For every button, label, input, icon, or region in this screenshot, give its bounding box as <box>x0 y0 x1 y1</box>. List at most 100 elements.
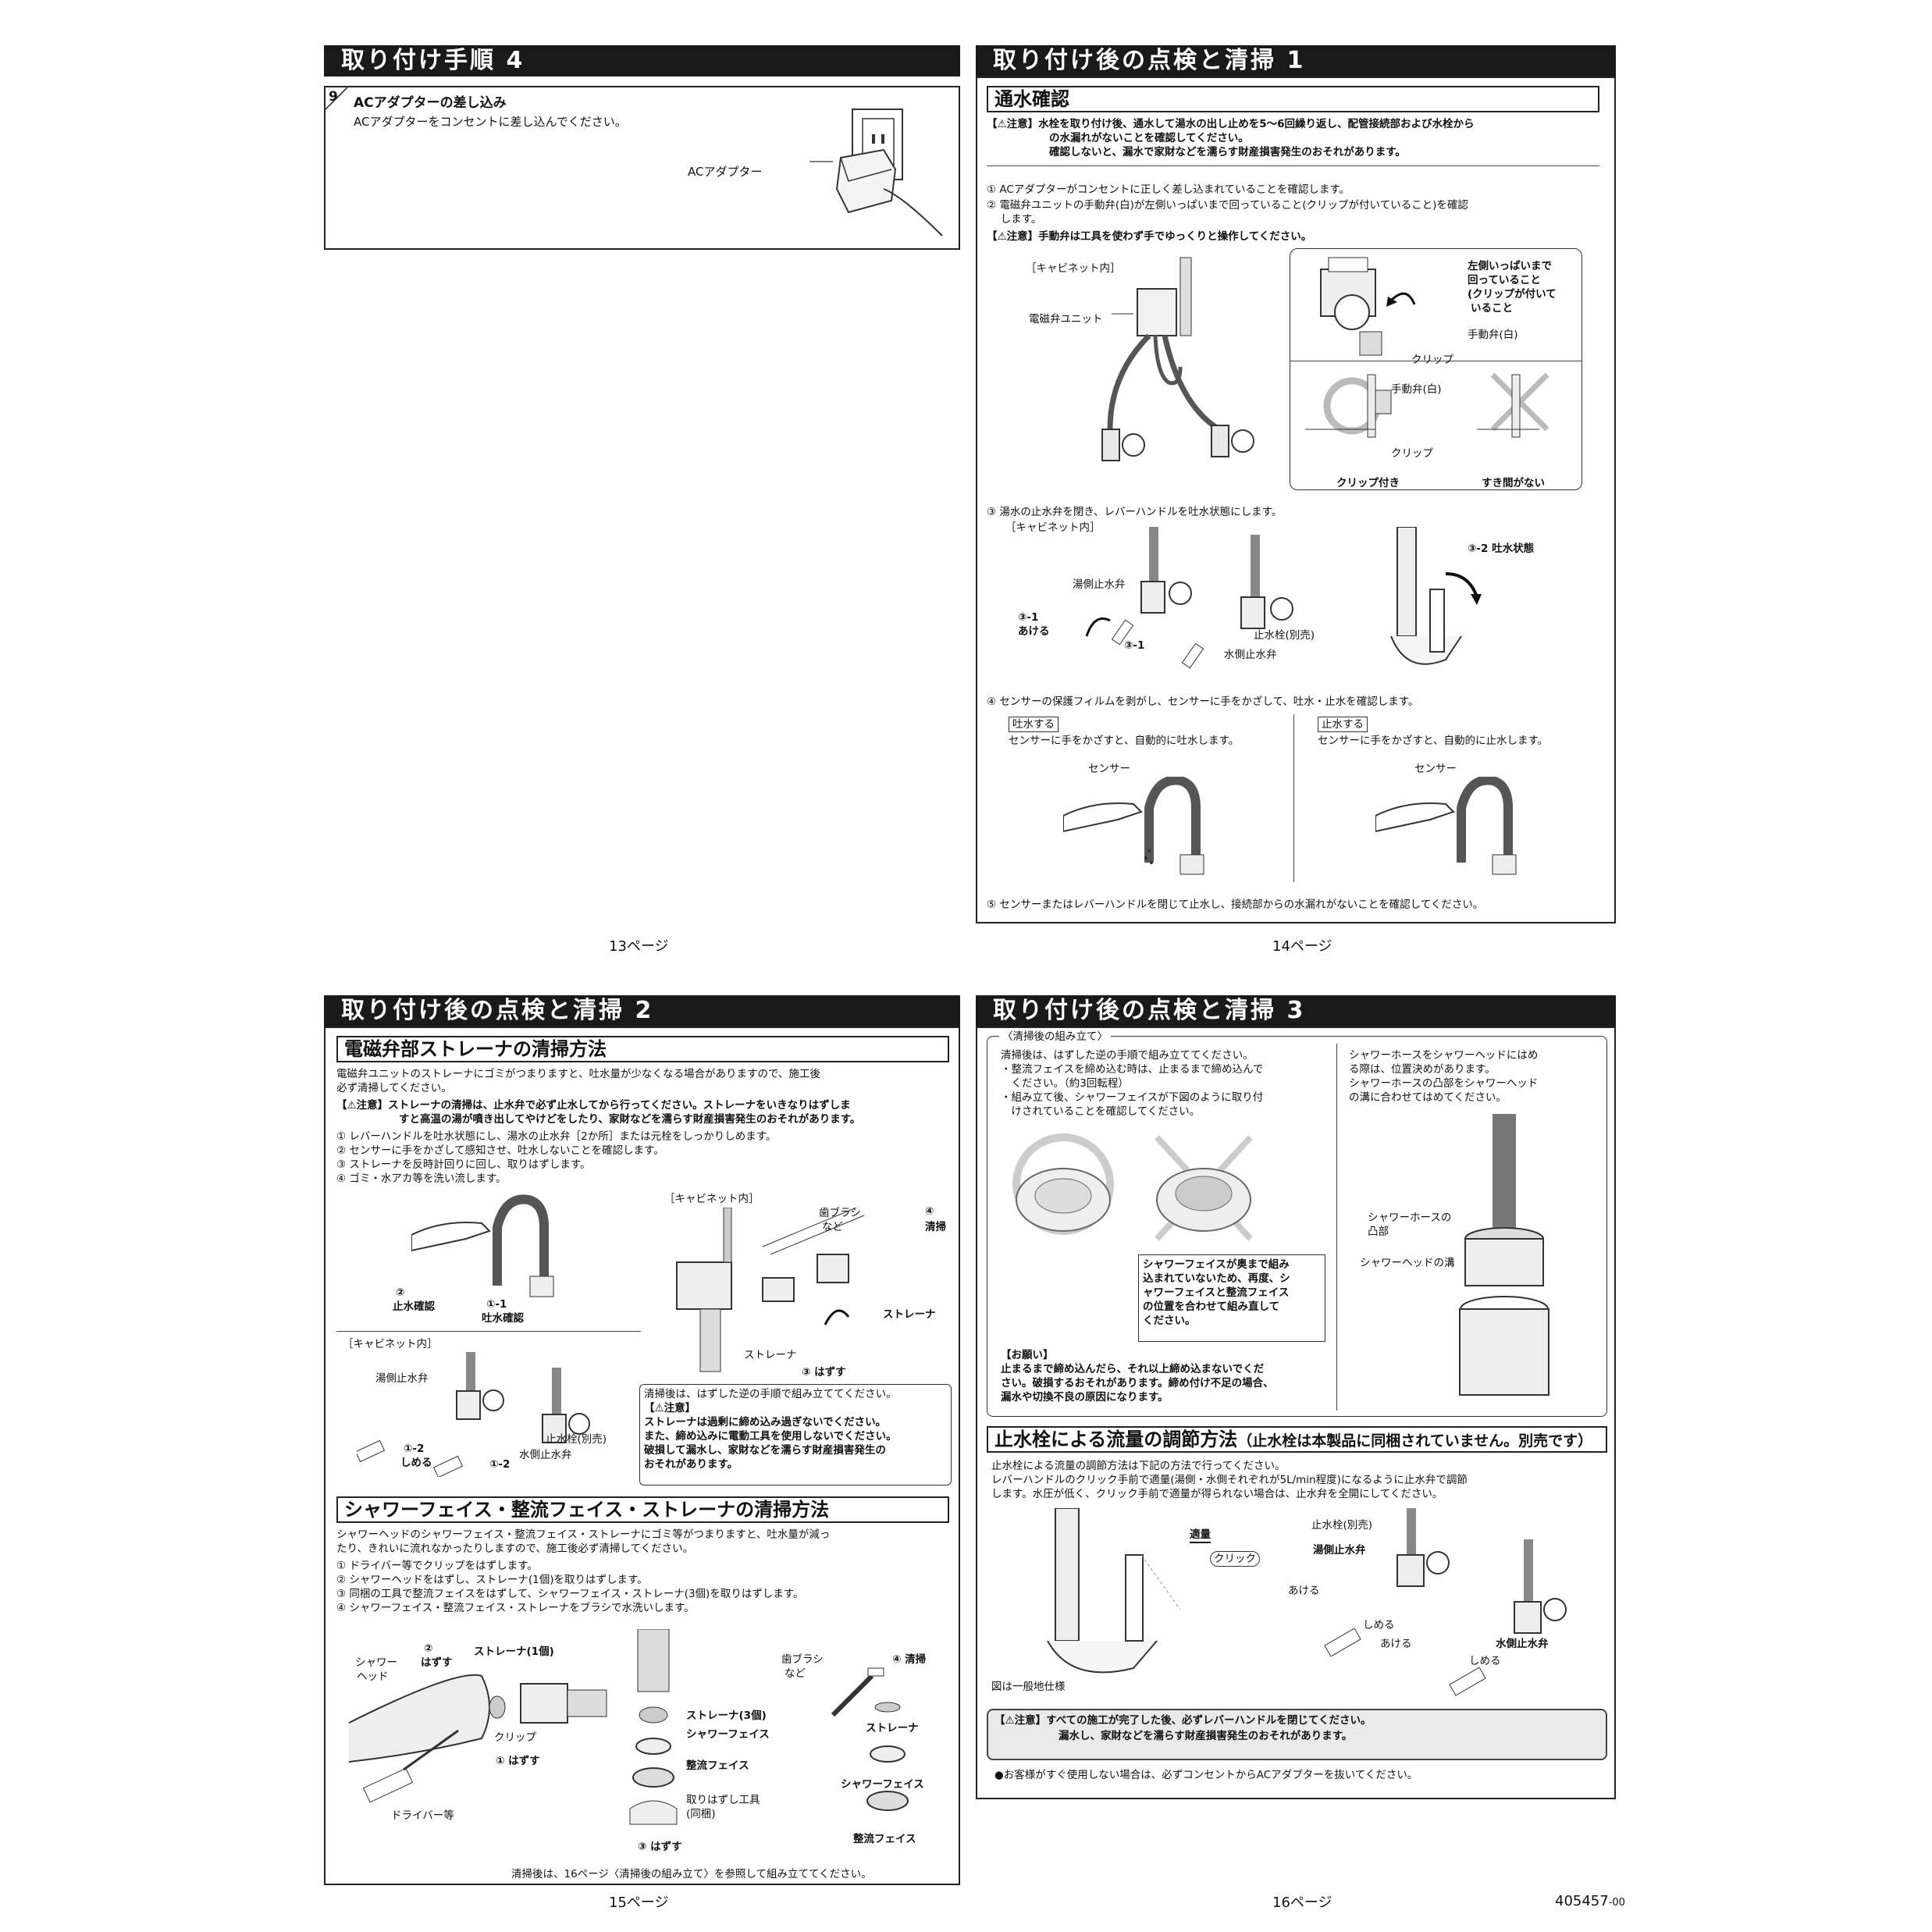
label-left-full: 回っていること <box>1468 274 1541 286</box>
label-cold-valve: 水側止水弁 <box>519 1449 572 1461</box>
label-strainer-1: ストレーナ(1個) <box>474 1646 554 1658</box>
final-caution-line: 漏水し、家財などを濡らす財産損害発生のおそれがあります。 <box>1059 1730 1353 1742</box>
warning-line: の位置を合わせて組み直して <box>1143 1300 1280 1313</box>
label-toothbrush: 歯ブラシ <box>819 1207 861 1219</box>
label-driver: ドライバー等 <box>391 1809 454 1822</box>
label-tool: (同梱) <box>686 1808 716 1820</box>
sensor-check-illustration <box>411 1194 554 1297</box>
label-head-groove: シャワーヘッドの溝 <box>1360 1257 1455 1269</box>
label-stop-valve: 止水栓(別売) <box>546 1433 607 1446</box>
assembly-title: 〈清掃後の組み立て〉 <box>999 1030 1111 1044</box>
page-title: 取り付け後の点検と清掃 3 <box>976 995 1616 1026</box>
page-number: 15ページ <box>609 1895 669 1911</box>
note-line: 破損して漏水し、家財などを濡らす財産損害発生の <box>644 1444 886 1457</box>
label-1-1: 吐水確認 <box>482 1312 524 1325</box>
assembly-line: ・組み立て後、シャワーフェイスが下図のように取り付 <box>1001 1091 1264 1104</box>
page-title: 取り付け後の点検と清掃 2 <box>324 995 960 1026</box>
warning-box <box>1138 1254 1325 1342</box>
label-clip: クリップ <box>494 1731 536 1744</box>
divider-vertical <box>1336 1044 1337 1411</box>
label-1-remove: ① はずす <box>496 1755 540 1767</box>
label-shower-face: シャワーフェイス <box>841 1778 924 1791</box>
label-flow-face: 整流フェイス <box>686 1759 749 1772</box>
assembly-line: ください。（約3回転程） <box>1001 1077 1129 1090</box>
caution-line: 確認しないと、漏水で家財などを濡らす財産損害発生のおそれがあります。 <box>1049 146 1406 158</box>
label-left-full: 左側いっぱいまで <box>1468 260 1552 272</box>
request-line: 止まるまで締め込んだら、それ以上締め込まないでくだ <box>1001 1363 1265 1375</box>
label-1-2-close: しめる <box>400 1457 432 1469</box>
label-left-full: いること <box>1471 302 1513 315</box>
label-cold-valve: 水側止水弁 <box>1224 649 1277 661</box>
valve-detail-illustration <box>1320 257 1416 356</box>
label-sensor: センサー <box>1414 763 1457 775</box>
label-stop-valve: 止水栓(別売) <box>1254 629 1315 642</box>
label-open: あける <box>1288 1585 1320 1597</box>
note-line: おそれがあります。 <box>644 1458 738 1471</box>
document-code-main: 405457 <box>1555 1893 1609 1909</box>
label-cabinet: ［キャビネット内］ <box>664 1193 760 1205</box>
subheading-shower-face: シャワーフェイス・整流フェイス・ストレーナの清掃方法 <box>336 1496 949 1523</box>
label-shower-head: ヘッド <box>357 1670 389 1683</box>
document-code-suffix: -00 <box>1608 1897 1625 1909</box>
intro-line: 必ず清掃してください。 <box>336 1082 452 1094</box>
page-16: 取り付け後の点検と清掃 3 〈清掃後の組み立て〉 清掃後は、はずした逆の手順で組… <box>976 995 1625 1916</box>
hose-head-illustration <box>1459 1114 1550 1396</box>
warning-line: ください。 <box>1143 1315 1196 1327</box>
label-3-1: ③-1 <box>1124 639 1145 652</box>
label-3-1-open: あける <box>1018 625 1050 638</box>
assembly-panel <box>987 1036 1607 1417</box>
request-title: 【お願い】 <box>1001 1349 1054 1361</box>
page-frame: 通水確認 【⚠注意】水栓を取り付け後、通水して湯水の出し止めを5～6回繰り返し、… <box>976 76 1616 923</box>
label-2-remove: はずす <box>421 1656 453 1669</box>
lever-click-illustration <box>1047 1508 1181 1674</box>
subheading-flow: 止水栓による流量の調節方法（止水栓は本製品に同梱されていません。別売です） <box>987 1426 1607 1453</box>
subheading-water-test: 通水確認 <box>987 86 1599 112</box>
valve-open-illustration <box>1085 527 1293 669</box>
label-hot-valve: 湯側止水弁 <box>1073 578 1126 591</box>
page-13: 取り付け手順 4 9 ACアダプターの差し込み ACアダプターをコンセントに差し… <box>324 45 960 966</box>
label-close: しめる <box>1469 1655 1501 1667</box>
step-item: ① レバーハンドルを吐水状態にし、湯水の止水弁［2か所］または元栓をしっかりしめ… <box>336 1130 777 1143</box>
label-4-clean: 清掃 <box>925 1221 946 1233</box>
brush-parts-illustration <box>831 1667 909 1811</box>
label-manual-valve: 手動弁(白) <box>1391 383 1442 396</box>
label-cold-valve: 水側止水弁 <box>1496 1638 1549 1650</box>
badge-stop: 止水する <box>1318 717 1368 732</box>
label-1-2-close: ①-2 <box>404 1443 425 1455</box>
cabinet-pipes-illustration <box>1101 257 1254 461</box>
clip-comparison-illustration <box>1305 372 1550 438</box>
label-2-remove: ② <box>424 1642 433 1655</box>
label-no-gap: すき間がない <box>1482 477 1545 489</box>
label-cabinet: ［キャビネット内］ <box>343 1338 438 1350</box>
caution-line: の水漏れがないことを確認してください。 <box>1049 132 1249 144</box>
label-2-stopcheck: ② <box>396 1286 405 1299</box>
valve-close-illustration <box>357 1352 590 1477</box>
check-item: ② 電磁弁ユニットの手動弁(白)が左側いっぱいまで回っていること(クリップが付い… <box>987 199 1468 212</box>
label-1-2: ①-2 <box>489 1458 511 1471</box>
step-item: ③ 同梱の工具で整流フェイスをはずして、シャワーフェイス・ストレーナ(3個)を取… <box>336 1588 804 1600</box>
label-stop-valve: 止水栓(別売) <box>1311 1519 1373 1532</box>
intro-line: 電磁弁ユニットのストレーナにゴミがつまりますと、吐水量が少なくなる場合があります… <box>336 1068 820 1080</box>
label-ac-adapter: ACアダプター <box>688 165 763 179</box>
step-4: ④ センサーの保護フィルムを剥がし、センサーに手をかざして、吐水・止水を確認しま… <box>987 696 1419 708</box>
label-hot-valve: 湯側止水弁 <box>375 1372 429 1385</box>
label-4-clean: ④ 清掃 <box>892 1653 927 1666</box>
label-cabinet: ［キャビネット内］ <box>1005 521 1101 534</box>
footer-note: 清掃後は、16ページ〈清掃後の組み立て〉を参照して組み立ててください。 <box>511 1868 872 1880</box>
stop-text: センサーに手をかざすと、自動的に止水します。 <box>1318 735 1549 747</box>
label-strainer: ストレーナ <box>744 1349 797 1361</box>
label-toothbrush: など <box>785 1667 806 1680</box>
label-shower-face: シャワーフェイス <box>686 1728 770 1741</box>
flow-line: レバーハンドルのクリック手前で適量(湯側・水側それぞれが5L/min程度)になる… <box>991 1474 1468 1486</box>
final-caution-box <box>987 1709 1607 1760</box>
assembly-line: けされていることを確認してください。 <box>1001 1105 1201 1118</box>
label-cabinet: ［キャビネット内］ <box>1026 262 1121 275</box>
page-frame: 〈清掃後の組み立て〉 清掃後は、はずした逆の手順で組み立ててください。 ・整流フ… <box>976 1026 1616 1799</box>
badge-discharge: 吐水する <box>1009 717 1059 732</box>
page-frame: 電磁弁部ストレーナの清掃方法 電磁弁ユニットのストレーナにゴミがつまりますと、吐… <box>324 1026 960 1885</box>
label-close: しめる <box>1363 1619 1395 1631</box>
right-line: る際は、位置決めがあります。 <box>1349 1063 1496 1076</box>
adapter-illustration <box>809 109 943 237</box>
flow-line: 止水栓による流量の調節方法は下記の方法で行ってください。 <box>991 1460 1286 1472</box>
